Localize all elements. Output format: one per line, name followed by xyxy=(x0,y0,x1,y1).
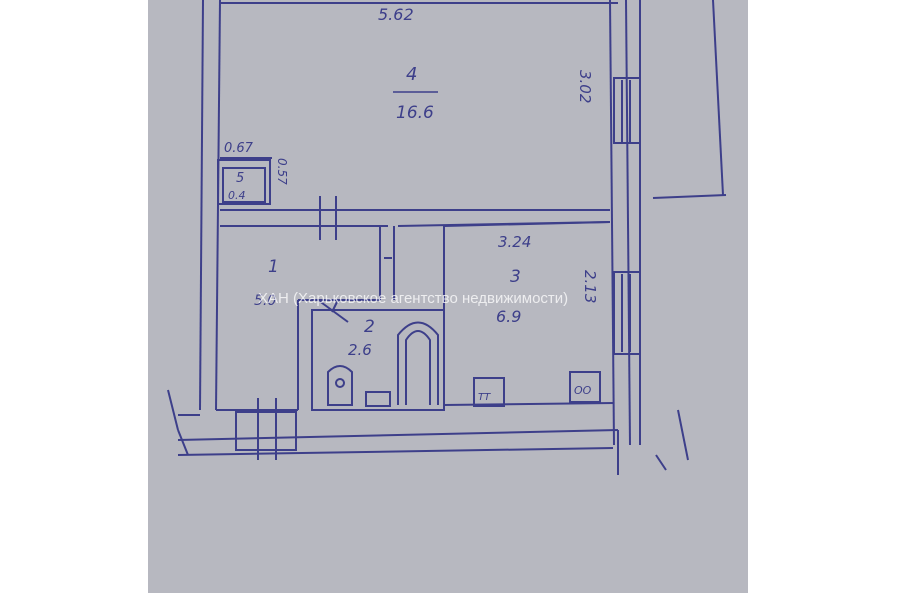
room-4-area: 16.6 xyxy=(396,103,434,123)
room-1-area: 5.0 xyxy=(254,293,276,309)
dim-room3-width: 3.24 xyxy=(498,233,531,251)
dim-top-width: 5.62 xyxy=(378,5,414,24)
dim-room5-height: 0.57 xyxy=(275,158,289,185)
room-5-number: 5 xyxy=(236,171,244,186)
room-2-number: 2 xyxy=(364,317,375,337)
dim-room3-height: 2.13 xyxy=(581,270,599,303)
room-5-area: 0.4 xyxy=(228,189,246,202)
room-2-area: 2.6 xyxy=(348,341,372,359)
watermark: ХАН (Харьковское агентство недвижимости) xyxy=(258,290,568,307)
dim-room5-width: 0.67 xyxy=(224,141,254,156)
room-4-number: 4 xyxy=(406,64,417,85)
stove-left-label: TT xyxy=(478,392,491,403)
floor-plan-drawing: 5.62 4 16.6 3.02 0.67 5 0.4 0.57 1 5.0 2… xyxy=(167,0,727,475)
stove-right-label: OO xyxy=(574,384,592,397)
room-3-area: 6.9 xyxy=(496,307,521,326)
dim-room4-height: 3.02 xyxy=(576,70,594,103)
room-1-number: 1 xyxy=(268,257,279,277)
walls xyxy=(167,0,727,475)
floor-plan-scan: 5.62 4 16.6 3.02 0.67 5 0.4 0.57 1 5.0 2… xyxy=(148,0,748,593)
room-3-number: 3 xyxy=(510,267,521,287)
